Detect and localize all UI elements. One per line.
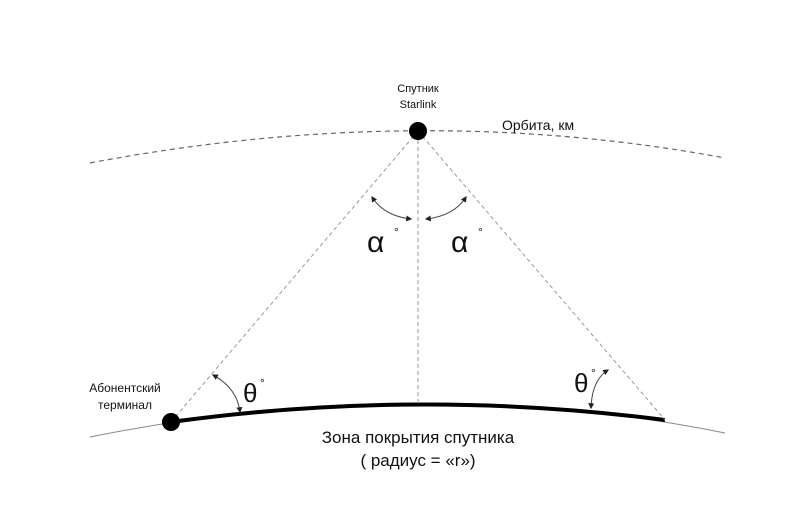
orbit-label: Орбита, км	[502, 117, 574, 133]
alpha-right-arc	[424, 195, 467, 222]
alpha-left-degree: °	[394, 225, 399, 239]
coverage-radius-label: ( радиус = «r»)	[360, 451, 475, 470]
satellite-label-2: Starlink	[400, 99, 437, 111]
alpha-left-arc	[371, 195, 413, 222]
terminal-dot	[162, 413, 180, 431]
theta-left-degree: °	[260, 376, 265, 390]
theta-right-arc	[588, 369, 610, 410]
alpha-left-label: α	[367, 226, 384, 259]
coverage-label: Зона покрытия спутника	[322, 428, 515, 447]
coverage-zone-arc	[170, 402, 666, 424]
alpha-right-degree: °	[478, 225, 483, 239]
satellite-dot	[409, 122, 427, 140]
terminal-label-2: терминал	[98, 398, 152, 412]
orbit-line	[89, 130, 726, 164]
alpha-right-label: α	[451, 226, 468, 259]
terminal-label-1: Абонентский	[89, 381, 161, 395]
theta-right-label: θ	[574, 368, 588, 398]
theta-left-label: θ	[243, 378, 257, 408]
right-beam-line	[417, 130, 666, 421]
theta-left-arc	[211, 374, 243, 414]
left-beam-line	[170, 130, 419, 423]
satellite-label-1: Спутник	[397, 83, 439, 95]
theta-right-degree: °	[591, 366, 596, 380]
